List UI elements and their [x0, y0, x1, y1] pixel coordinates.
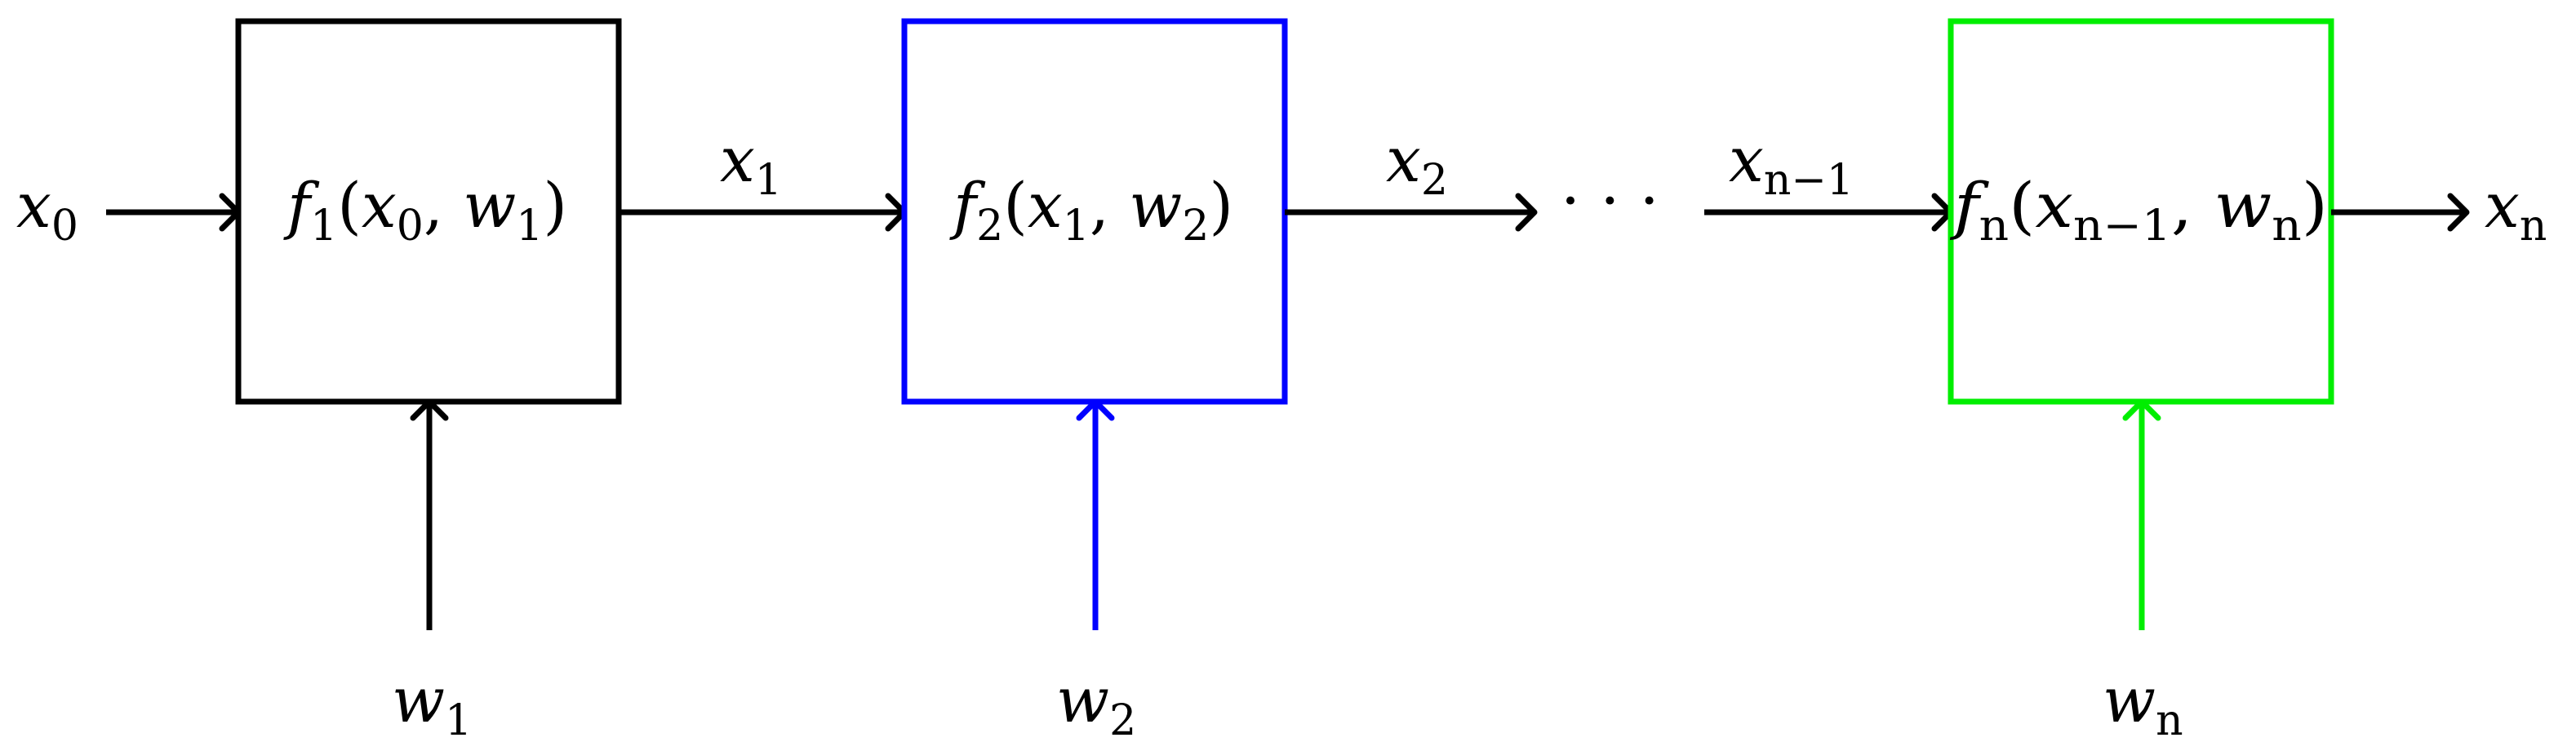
edge-1-label: x1 [720, 123, 782, 205]
block-2-label: f2(x1, w2) [949, 169, 1233, 251]
weight-1-label: w1 [392, 664, 472, 745]
block-1: f1(x0, w1) [235, 18, 622, 405]
output-arrow [2331, 193, 2470, 232]
weight-n-arrow [2122, 398, 2161, 630]
edge-3-label: xn−1 [1729, 123, 1854, 205]
weight-n-label: wn [2103, 664, 2183, 745]
ellipsis: · · · [1561, 164, 1659, 237]
edge-2-label: x2 [1386, 123, 1448, 205]
weight-1-arrow [410, 398, 449, 630]
block-1-label: f1(x0, w1) [283, 169, 567, 251]
block-2: f2(x1, w2) [901, 18, 1288, 405]
input-label: x0 [16, 169, 78, 251]
weight-2-arrow [1076, 398, 1115, 630]
weight-2-label: w2 [1056, 664, 1136, 745]
output-label: xn [2485, 169, 2547, 251]
input-arrow [106, 193, 242, 232]
edge-2-arrow [1285, 193, 1538, 232]
